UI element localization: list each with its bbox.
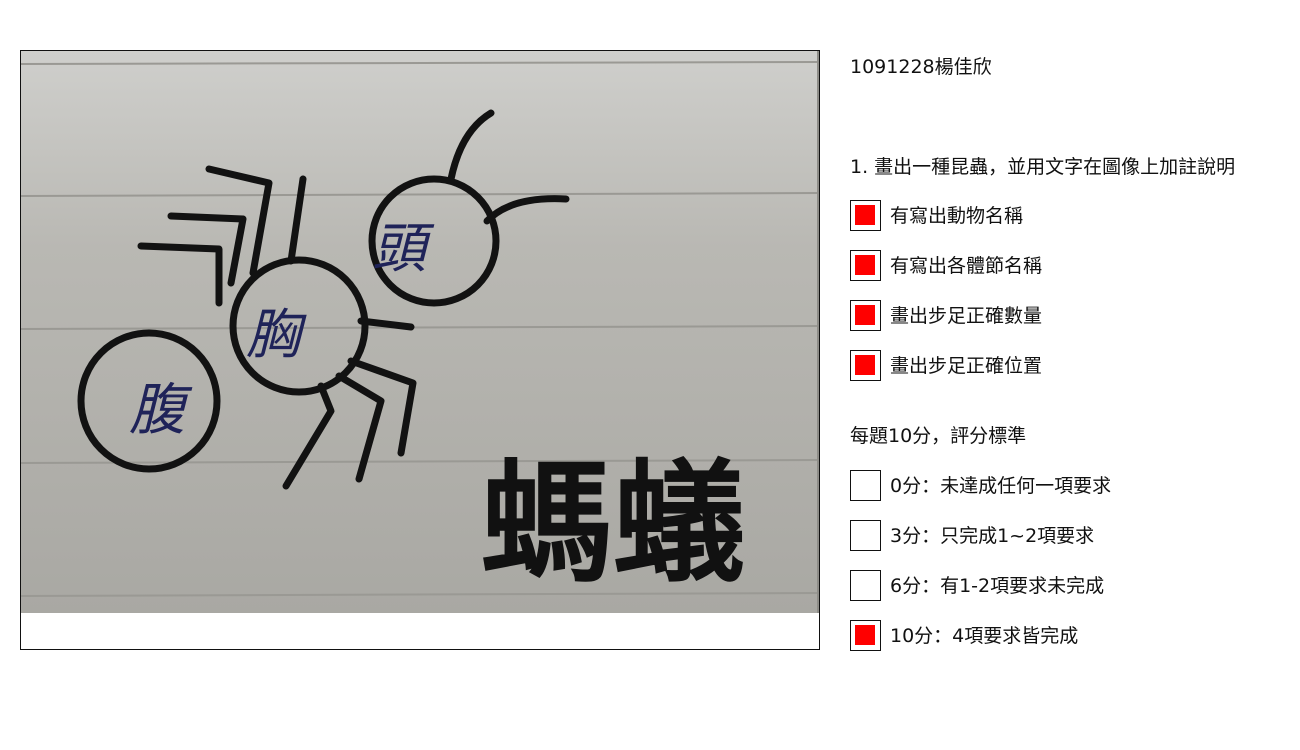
scoring-title: 每題10分，評分標準 — [850, 425, 1027, 447]
checked-mark — [855, 205, 875, 225]
ruled-lines — [21, 61, 819, 597]
ant-thorax-circle — [229, 256, 369, 396]
handwritten-abdomen-label: 腹 — [129, 378, 193, 443]
ant-leg-2 — [167, 212, 247, 287]
student-drawing-frame: 頭 胸 腹 螞蟻 — [20, 50, 820, 650]
criterion-row-leg-position: 畫出步足正確位置 — [850, 350, 1042, 381]
criterion-label: 畫出步足正確數量 — [890, 304, 1043, 327]
criterion-checkbox-leg-position[interactable] — [850, 350, 881, 381]
ant-leg-stub — [287, 175, 307, 265]
criterion-label: 有寫出各體節名稱 — [890, 254, 1043, 277]
handwritten-animal-name: 螞蟻 — [481, 447, 745, 601]
criterion-checkbox-segment-names[interactable] — [850, 250, 881, 281]
score-row-3: 3分：只完成1~2項要求 — [850, 520, 1094, 551]
ant-antenna-left — [447, 109, 495, 183]
ant-leg-4 — [282, 382, 335, 490]
ant-neck — [357, 317, 415, 331]
criterion-label: 有寫出動物名稱 — [890, 204, 1024, 227]
checked-mark — [855, 625, 875, 645]
checked-mark — [855, 255, 875, 275]
ant-antenna-right — [483, 195, 570, 225]
score-row-10: 10分：4項要求皆完成 — [850, 620, 1078, 651]
score-checkbox-0[interactable] — [850, 470, 881, 501]
criterion-row-leg-count: 畫出步足正確數量 — [850, 300, 1042, 331]
score-checkbox-6[interactable] — [850, 570, 881, 601]
handwritten-head-label: 頭 — [372, 217, 435, 280]
checked-mark — [855, 355, 875, 375]
criterion-checkbox-animal-name[interactable] — [850, 200, 881, 231]
score-label: 6分：有1-2項要求未完成 — [890, 574, 1105, 597]
score-label: 3分：只完成1~2項要求 — [890, 524, 1095, 547]
student-id-label: 1091228楊佳欣 — [850, 56, 992, 78]
criterion-checkbox-leg-count[interactable] — [850, 300, 881, 331]
student-drawing-photo: 頭 胸 腹 螞蟻 — [21, 51, 819, 613]
score-row-6: 6分：有1-2項要求未完成 — [850, 570, 1104, 601]
score-label: 0分：未達成任何一項要求 — [890, 474, 1112, 497]
ant-drawing: 頭 胸 腹 螞蟻 — [21, 51, 819, 613]
checked-mark — [855, 305, 875, 325]
criterion-label: 畫出步足正確位置 — [890, 354, 1043, 377]
score-label: 10分：4項要求皆完成 — [890, 624, 1079, 647]
criterion-row-animal-name: 有寫出動物名稱 — [850, 200, 1023, 231]
ant-leg-5 — [335, 372, 385, 483]
score-row-0: 0分：未達成任何一項要求 — [850, 470, 1111, 501]
rubric-panel: 1091228楊佳欣 1. 畫出一種昆蟲，並用文字在圖像上加註說明 有寫出動物名… — [850, 0, 1290, 750]
handwritten-thorax-label: 胸 — [246, 303, 307, 366]
ant-leg-1 — [205, 165, 273, 277]
criterion-row-segment-names: 有寫出各體節名稱 — [850, 250, 1042, 281]
ant-abdomen-circle — [77, 329, 221, 473]
question-text: 1. 畫出一種昆蟲，並用文字在圖像上加註說明 — [850, 156, 1236, 178]
ant-leg-3 — [137, 242, 223, 307]
score-checkbox-3[interactable] — [850, 520, 881, 551]
ant-leg-6 — [347, 357, 417, 457]
score-checkbox-10[interactable] — [850, 620, 881, 651]
ant-head-circle — [368, 175, 500, 307]
